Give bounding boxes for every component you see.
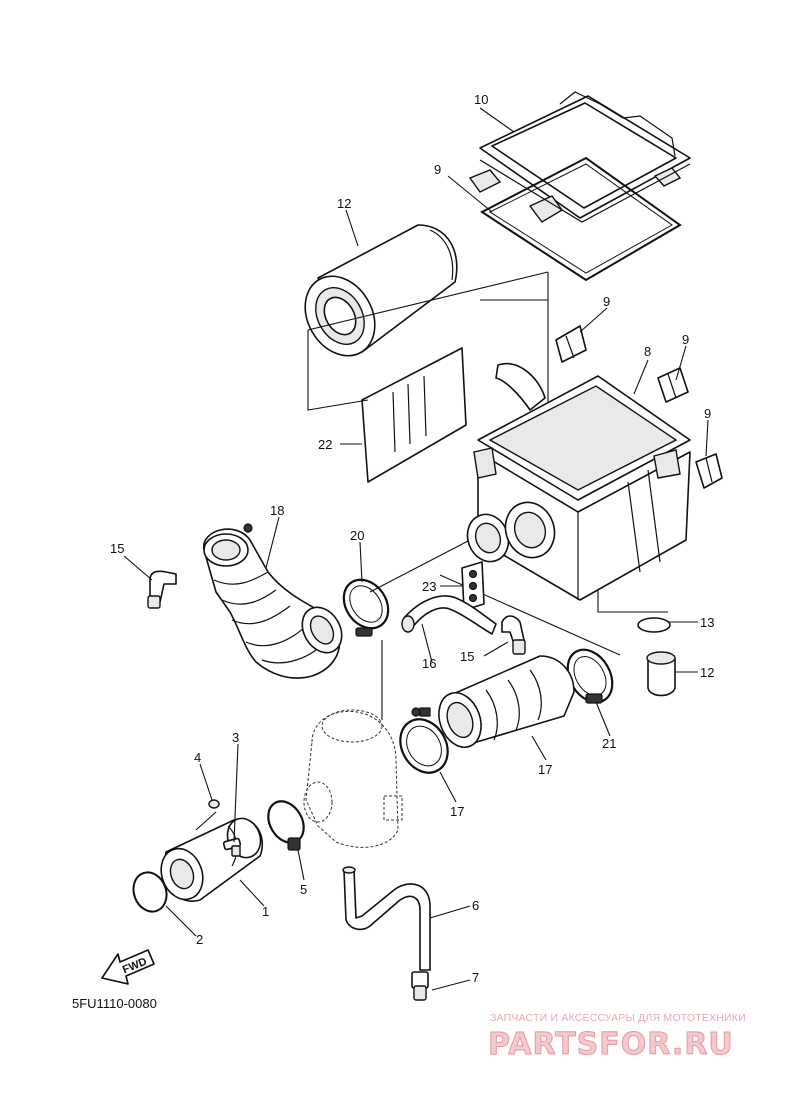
leader-lines [123, 107, 709, 991]
callout-18: 17 [538, 762, 552, 777]
part-8-air-box-case [466, 362, 691, 601]
part-9-clip-upper [555, 325, 587, 363]
part-14-air-filter-element [304, 224, 458, 357]
callout-1: 1 [262, 904, 269, 919]
part-19-intake-duct [203, 523, 343, 679]
part-3-bolt [222, 837, 242, 857]
part-22-screen-plate [361, 347, 467, 483]
part-15-elbow-fitting-right [501, 615, 526, 655]
part-18-carburetor-joint [411, 655, 575, 748]
callout-11: 10 [474, 92, 488, 107]
part-4-washer [208, 799, 220, 809]
part-12-drain-cap [646, 651, 676, 697]
callout-13: 13 [700, 615, 714, 630]
part-1-intake-joint [160, 817, 264, 902]
callout-19: 18 [270, 503, 284, 518]
callout-12: 12 [700, 665, 714, 680]
part-11-air-box-cover [468, 91, 691, 223]
callout-4: 4 [194, 750, 201, 765]
callout-7: 7 [472, 970, 479, 985]
callout-15-left: 15 [110, 541, 124, 556]
drawing-code: 5FU1110-0080 [72, 996, 157, 1011]
part-17-hose-clamp [399, 718, 449, 774]
carburetor-reference [303, 709, 403, 848]
callout-3: 3 [232, 730, 239, 745]
part-2-o-ring [132, 871, 168, 913]
callout-9-lower: 9 [704, 406, 711, 421]
callout-labels: 10 9 12 9 8 9 9 22 18 20 15 23 16 15 13 … [110, 92, 714, 985]
callout-9-middle: 9 [682, 332, 689, 347]
callout-17: 17 [450, 804, 464, 819]
part-16-breather-hose [401, 595, 497, 635]
part-5-hose-clamp [267, 800, 305, 851]
part-9-clip-lower [695, 453, 723, 489]
callout-2: 2 [196, 932, 203, 947]
callout-16: 16 [422, 656, 436, 671]
part-13-clip [637, 617, 671, 633]
callout-8: 8 [644, 344, 651, 359]
part-23-hose-holder [461, 561, 485, 611]
callout-23: 23 [422, 579, 436, 594]
part-15-elbow-fitting-left [147, 570, 177, 609]
watermark-tagline: ЗАПЧАСТИ И АКСЕССУАРЫ ДЛЯ МОТОТЕХНИКИ [490, 1012, 746, 1024]
fwd-label: FWD [121, 956, 149, 977]
part-7-drain-plug [411, 971, 429, 1001]
callout-5: 5 [300, 882, 307, 897]
callout-21: 21 [602, 736, 616, 751]
watermark: ЗАПЧАСТИ И АКСЕССУАРЫ ДЛЯ МОТОТЕХНИКИ PA… [488, 1012, 746, 1063]
watermark-logo: PARTSFOR.RU [488, 1027, 734, 1062]
part-20-hose-clamp [342, 578, 390, 637]
part-10-cover-gasket [480, 156, 682, 282]
forward-direction-arrow: FWD [101, 949, 155, 985]
callout-15-right: 15 [460, 649, 474, 664]
part-9-clip-middle [657, 367, 689, 403]
callout-14: 12 [337, 196, 351, 211]
callout-22: 22 [318, 437, 332, 452]
part-6-drain-hose [342, 866, 431, 971]
callout-20: 20 [350, 528, 364, 543]
callout-10: 9 [434, 162, 441, 177]
callout-9-upper: 9 [603, 294, 610, 309]
callout-6: 6 [472, 898, 479, 913]
